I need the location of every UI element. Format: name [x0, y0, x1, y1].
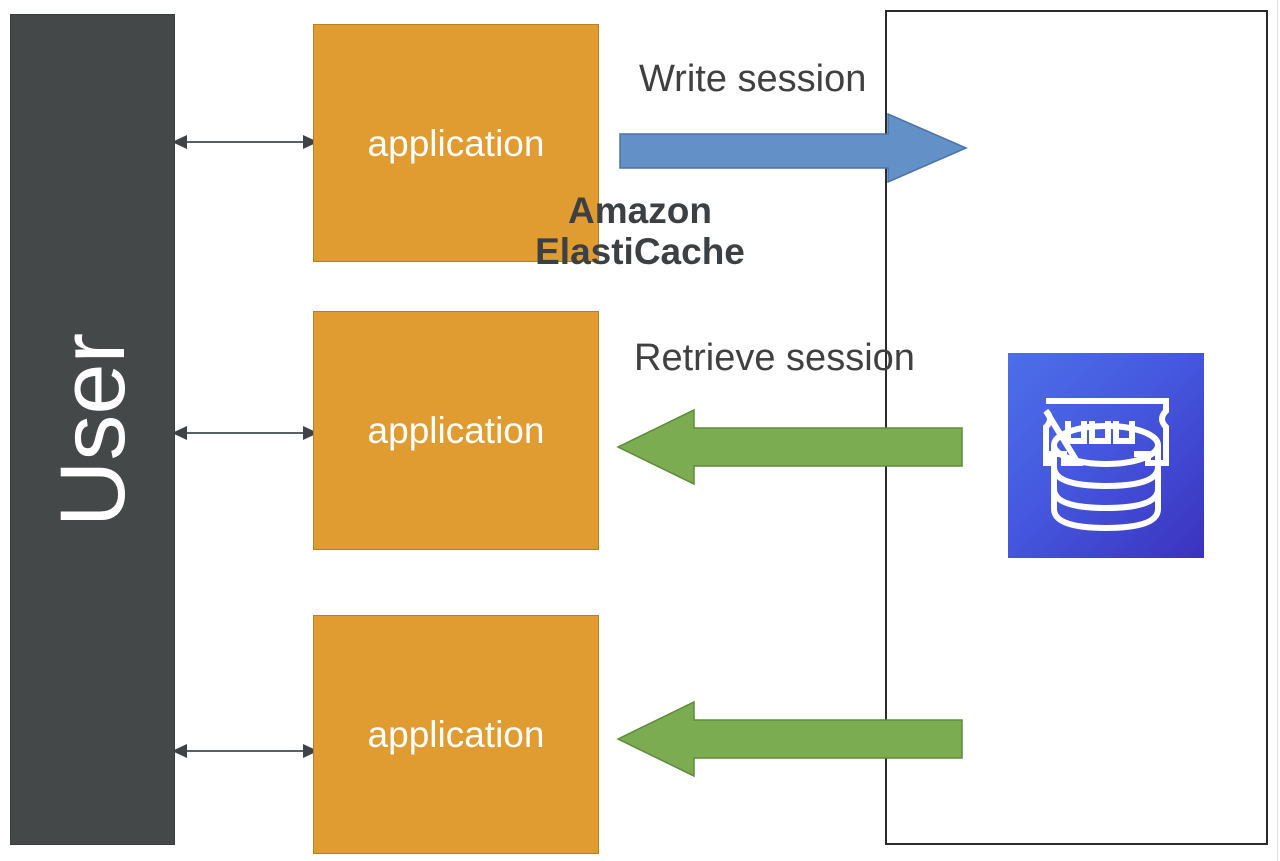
connector-user-application-2: [172, 420, 318, 446]
elasticache-title-line2: ElastiCache: [535, 231, 745, 273]
application-label: application: [367, 122, 545, 164]
retrieve-session-arrow-1: [616, 408, 964, 486]
user-label: User: [41, 332, 144, 527]
write-session-label: Write session: [639, 58, 867, 100]
connector-user-application-1: [172, 129, 318, 155]
connector-user-application-3: [172, 738, 318, 764]
retrieve-session-label: Retrieve session: [634, 337, 915, 379]
application-label: application: [367, 410, 545, 451]
right-edge-line: [1277, 0, 1278, 861]
application-box-3: application: [313, 615, 599, 854]
elasticache-title-line1: Amazon: [568, 190, 712, 231]
retrieve-session-arrow-2: [616, 700, 964, 778]
application-box-1: application: [313, 24, 599, 262]
application-box-2: application: [313, 311, 599, 550]
write-session-arrow: [618, 112, 968, 184]
elasticache-title: Amazon ElastiCache: [0, 190, 1280, 273]
user-bar: User: [10, 14, 175, 845]
application-label: application: [367, 714, 545, 755]
elasticache-icon: [1008, 353, 1204, 558]
